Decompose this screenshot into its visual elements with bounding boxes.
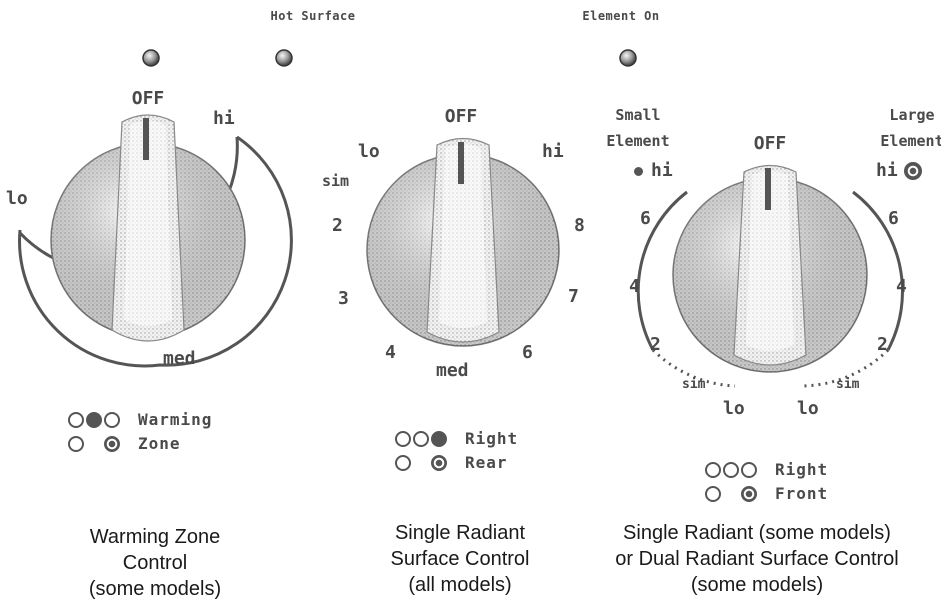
- dual-off-label: OFF: [753, 133, 787, 154]
- large-element-ring-icon: [903, 162, 922, 180]
- burner-center-rear-icon: [413, 431, 429, 447]
- single-7-label: 7: [568, 286, 579, 307]
- dual-left-6-label: 6: [640, 208, 651, 229]
- large-element-label-2: Element: [880, 132, 941, 150]
- right-rear-indicator-line1: Right: [465, 429, 519, 448]
- right-front-indicator: Right Front: [705, 458, 828, 506]
- element-on-label: Element On: [582, 9, 660, 23]
- warming-zone-pointer: [143, 118, 149, 160]
- dual-right-arc: [852, 190, 904, 351]
- dual-radiant-knob[interactable]: [636, 164, 904, 388]
- burner-left-front-icon: [68, 436, 84, 452]
- single-radiant-pointer: [458, 142, 464, 184]
- single-8-label: 8: [574, 215, 585, 236]
- burner-right-rear-icon: [741, 462, 757, 478]
- dual-radiant-caption: Single Radiant (some models) or Dual Rad…: [615, 522, 899, 596]
- single-med-label: med: [436, 360, 469, 381]
- burner-left-front-icon: [705, 486, 721, 502]
- burner-left-rear-icon: [705, 462, 721, 478]
- small-element-label-1: Small: [615, 106, 661, 124]
- single-off-label: OFF: [444, 106, 478, 127]
- warming-indicator-line1: Warming: [138, 410, 213, 429]
- warming-zone-knob[interactable]: [18, 114, 293, 368]
- dual-radiant-pointer: [765, 168, 771, 210]
- small-element-hi-label: hi: [634, 162, 673, 180]
- dual-left-4-label: 4: [629, 276, 640, 297]
- warming-lo-label: lo: [6, 188, 28, 209]
- single-6-label: 6: [522, 342, 533, 363]
- burner-left-rear-icon: [395, 431, 411, 447]
- dual-left-2-label: 2: [650, 334, 661, 355]
- large-element-hi-label: hi: [876, 162, 922, 180]
- single-sim-label: sim: [322, 172, 350, 190]
- dual-right-2-label: 2: [877, 334, 888, 355]
- dual-right-lo-label: lo: [797, 398, 819, 419]
- hot-surface-lamp-1: [142, 49, 160, 67]
- dual-left-lo-label: lo: [723, 398, 745, 419]
- right-rear-indicator-line2: Rear: [465, 453, 508, 472]
- single-2-label: 2: [332, 215, 343, 236]
- single-radiant-caption: Single Radiant Surface Control (all mode…: [390, 522, 530, 596]
- burner-right-front-icon: [431, 455, 447, 471]
- hot-surface-label: Hot Surface: [270, 9, 356, 23]
- burner-center-rear-icon: [723, 462, 739, 478]
- single-radiant-knob[interactable]: [366, 137, 560, 347]
- warming-zone-caption: Warming Zone Control (some models): [88, 526, 222, 600]
- dual-left-arc: [636, 190, 688, 351]
- hot-surface-lamp-2: [275, 49, 293, 67]
- small-element-dot-icon: [634, 166, 643, 176]
- burner-right-front-icon: [104, 436, 120, 452]
- dual-right-sim-label: sim: [836, 377, 860, 392]
- burner-left-front-icon: [395, 455, 411, 471]
- burner-right-rear-icon: [104, 412, 120, 428]
- small-element-label-2: Element: [606, 132, 670, 150]
- dual-left-sim-label: sim: [682, 377, 706, 392]
- element-on-lamp: [619, 49, 637, 67]
- dual-right-6-label: 6: [888, 208, 899, 229]
- right-front-indicator-line2: Front: [775, 484, 829, 503]
- single-lo-label: lo: [358, 141, 380, 162]
- burner-left-rear-icon: [68, 412, 84, 428]
- dual-right-4-label: 4: [896, 276, 907, 297]
- burner-right-front-icon: [741, 486, 757, 502]
- warming-hi-label: hi: [213, 108, 235, 129]
- burner-center-rear-icon: [86, 412, 102, 428]
- right-front-indicator-line1: Right: [775, 460, 829, 479]
- warming-indicator-line2: Zone: [138, 434, 181, 453]
- right-rear-indicator: Right Rear: [395, 427, 518, 475]
- single-3-label: 3: [338, 288, 349, 309]
- single-4-label: 4: [385, 342, 396, 363]
- warming-med-label: med: [163, 348, 196, 369]
- warming-zone-indicator: Warming Zone: [68, 408, 212, 456]
- large-element-label-1: Large: [889, 106, 935, 124]
- burner-right-rear-icon: [431, 431, 447, 447]
- single-hi-label: hi: [542, 141, 564, 162]
- warming-off-label: OFF: [131, 88, 165, 109]
